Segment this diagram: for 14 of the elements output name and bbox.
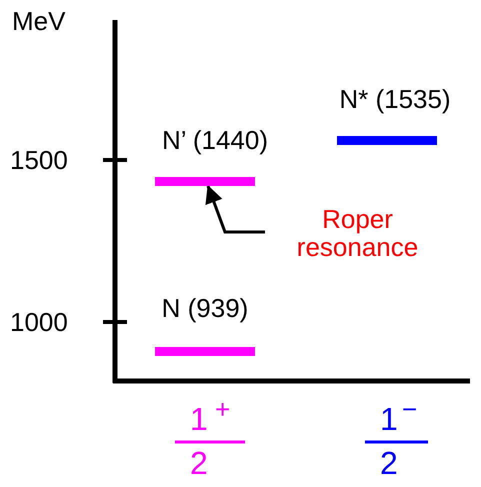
tick-label: 1000 [10,307,68,337]
fraction-denominator: 2 [380,446,398,480]
state-label: N* (1535) [338,84,452,114]
annotation-text: Roper resonance [296,205,420,261]
axis-unit: MeV [12,6,66,36]
fraction-numerator: 1 [190,402,208,436]
state-label: N’ (1440) [161,125,269,155]
fraction-denominator: 2 [190,446,208,480]
parity-sign: − [402,394,418,424]
parity-sign: + [215,394,230,424]
tick-label: 1500 [10,145,68,175]
arrow [205,185,265,234]
fraction-numerator: 1 [380,402,398,436]
state-label: N (939) [160,293,250,323]
